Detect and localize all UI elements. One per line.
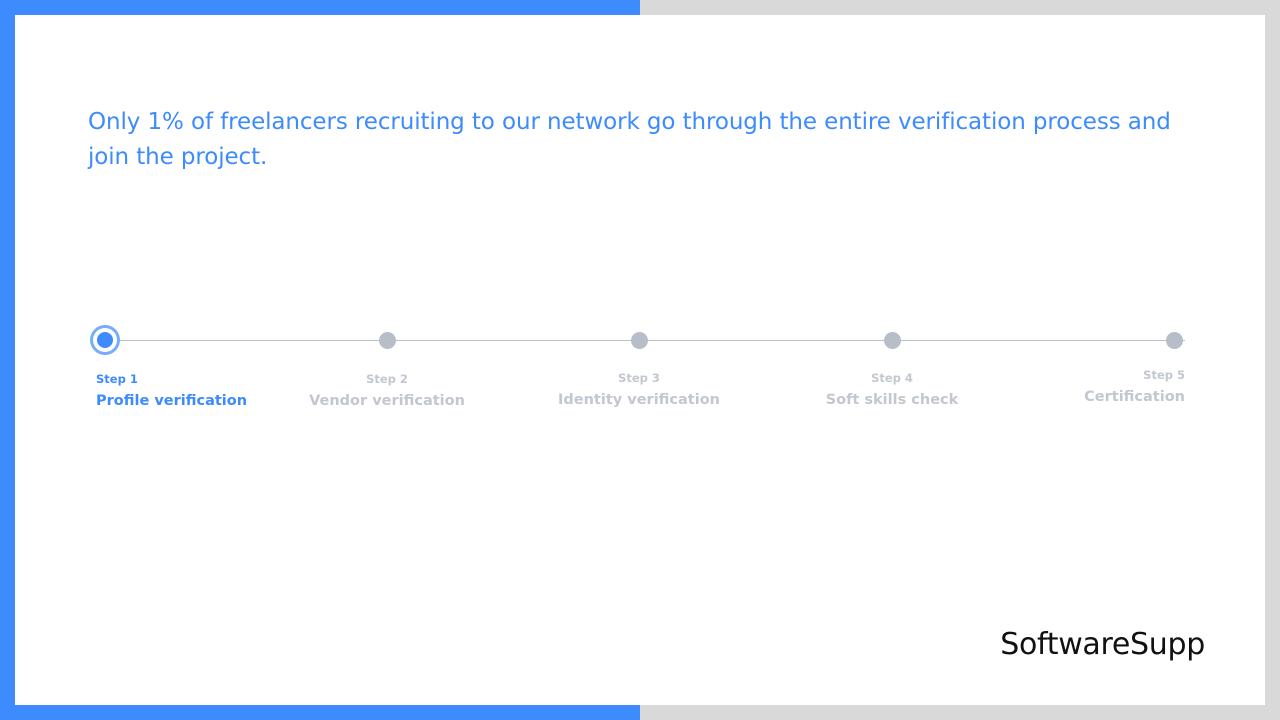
step-4-title: Soft skills check (825, 392, 959, 408)
verification-stepper: Step 1 Profile verification Step 2 Vendo… (15, 15, 1265, 705)
step-5-marker[interactable] (1166, 332, 1183, 349)
step-3[interactable]: Step 3 Identity verification (549, 370, 729, 410)
step-1[interactable]: Step 1 Profile verification (96, 371, 247, 411)
step-2-title: Vendor verification (309, 393, 465, 409)
step-2[interactable]: Step 2 Vendor verification (297, 371, 477, 411)
brand-logo: SoftwareSupp (1000, 627, 1205, 662)
slide-card: Only 1% of freelancers recruiting to our… (15, 15, 1265, 705)
step-1-marker[interactable] (97, 332, 113, 348)
step-1-number: Step 1 (96, 372, 138, 386)
step-3-marker[interactable] (631, 332, 648, 349)
step-4-marker[interactable] (884, 332, 901, 349)
step-3-number: Step 3 (618, 371, 660, 385)
step-2-marker[interactable] (379, 332, 396, 349)
step-4-number: Step 4 (871, 371, 913, 385)
step-3-title: Identity verification (558, 392, 720, 408)
headline: Only 1% of freelancers recruiting to our… (88, 109, 1171, 170)
step-4[interactable]: Step 4 Soft skills check (802, 370, 982, 410)
step-5-number: Step 5 (1143, 368, 1185, 382)
step-5[interactable]: Step 5 Certification (1084, 367, 1185, 407)
step-1-title: Profile verification (96, 393, 248, 409)
step-2-number: Step 2 (366, 372, 408, 386)
step-5-title: Certification (1084, 389, 1185, 405)
